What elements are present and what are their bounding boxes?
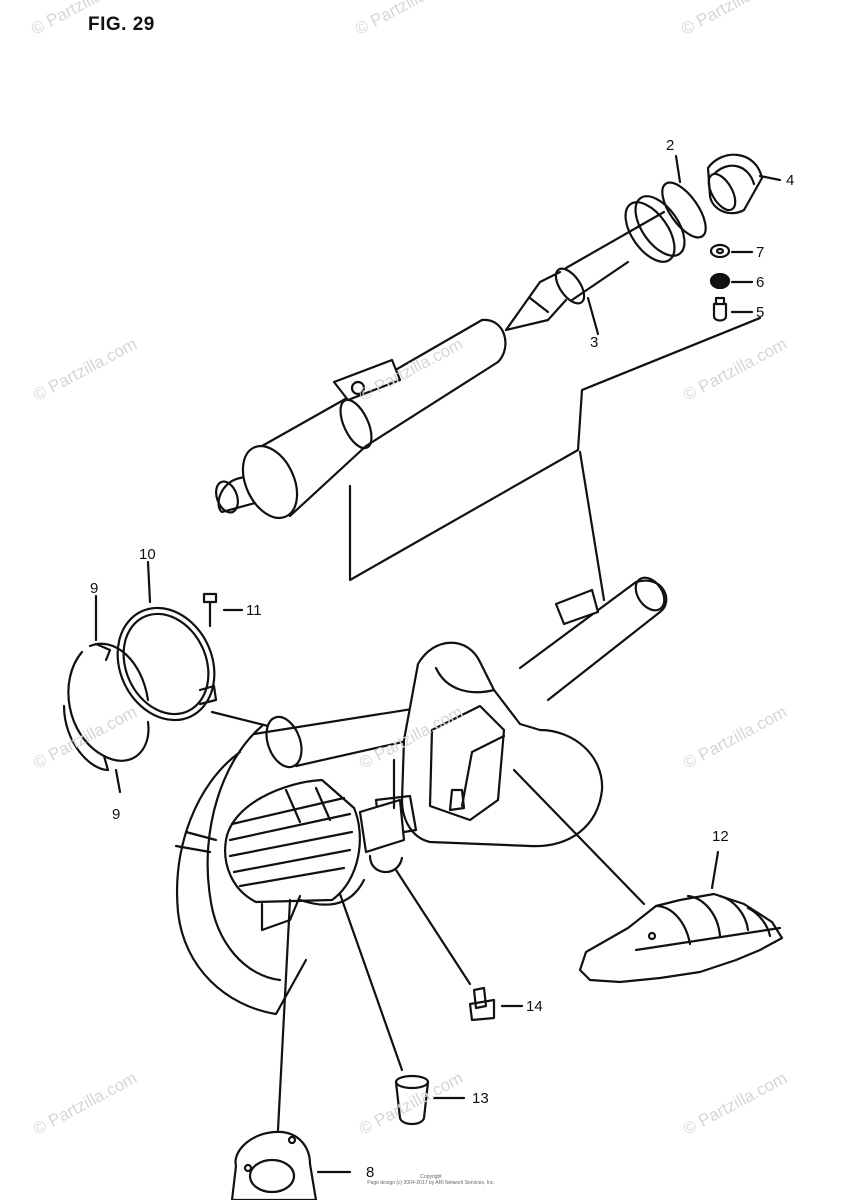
leader-line-8 bbox=[276, 898, 292, 1132]
callout-5: 5 bbox=[756, 304, 765, 321]
cylinder-head-part bbox=[224, 778, 366, 932]
leader-lines-5-7 bbox=[730, 250, 754, 314]
callout-9-top: 9 bbox=[90, 580, 99, 597]
muffler-part bbox=[215, 318, 507, 520]
callout-3: 3 bbox=[590, 334, 599, 351]
assembly-line-right bbox=[576, 316, 762, 602]
screw-11-part bbox=[202, 592, 244, 628]
nut-part bbox=[709, 272, 731, 290]
callout-4: 4 bbox=[786, 172, 795, 189]
tailpipe-part bbox=[518, 576, 668, 702]
callout-11: 11 bbox=[246, 602, 262, 619]
leader-line-12 bbox=[512, 768, 720, 906]
callout-9-bottom: 9 bbox=[112, 806, 121, 823]
bolt-part bbox=[712, 296, 728, 322]
carburetor-part bbox=[358, 788, 466, 874]
heat-shield-part bbox=[578, 892, 784, 984]
flange-8-part bbox=[230, 1130, 352, 1200]
end-cap-part bbox=[706, 153, 764, 215]
callout-13: 13 bbox=[472, 1090, 489, 1107]
callout-2: 2 bbox=[666, 137, 675, 154]
callout-10: 10 bbox=[139, 546, 156, 563]
copyright-line1: Copyright bbox=[420, 1174, 442, 1180]
figure-title: FIG. 29 bbox=[88, 14, 155, 35]
callout-8: 8 bbox=[366, 1164, 375, 1181]
leader-lines-engine bbox=[210, 710, 396, 810]
sleeve-13-part bbox=[394, 1074, 466, 1126]
leader-line-14 bbox=[394, 868, 472, 986]
clamp-ring-part bbox=[62, 642, 150, 772]
assembly-line-left bbox=[348, 448, 580, 582]
callout-14: 14 bbox=[526, 998, 543, 1015]
callout-6: 6 bbox=[756, 274, 765, 291]
baffle-pipe-part bbox=[504, 195, 686, 332]
copyright-notice: Copyright Page design (c) 2004-2017 by A… bbox=[366, 1174, 496, 1186]
callout-12: 12 bbox=[712, 828, 729, 845]
leader-line-3 bbox=[586, 296, 600, 336]
leader-lines-2-4 bbox=[674, 154, 782, 184]
bolt-14-part bbox=[468, 986, 524, 1022]
washer-part bbox=[709, 243, 731, 259]
leader-lines-9-10 bbox=[94, 560, 152, 794]
callout-7: 7 bbox=[756, 244, 765, 261]
copyright-line2: Page design (c) 2004-2017 by ARI Network… bbox=[367, 1180, 495, 1186]
leader-line-13 bbox=[338, 892, 404, 1072]
clamp-band-part bbox=[116, 606, 218, 722]
gasket-ring-part bbox=[661, 181, 707, 239]
